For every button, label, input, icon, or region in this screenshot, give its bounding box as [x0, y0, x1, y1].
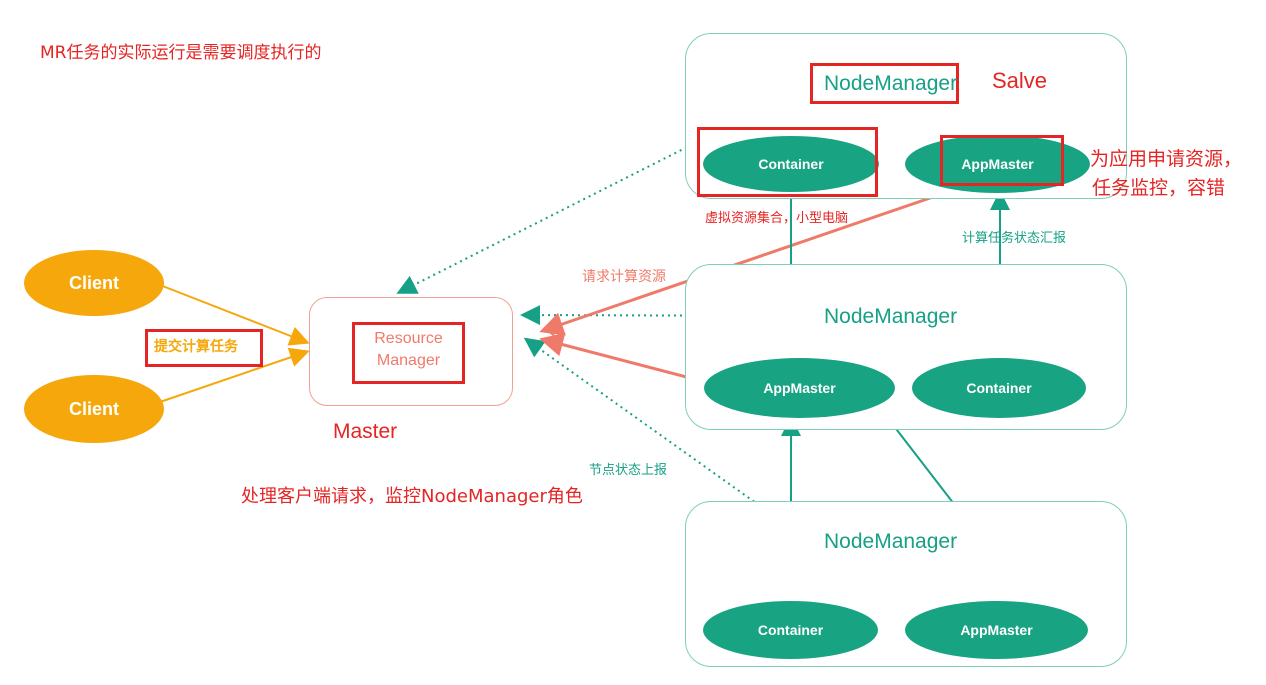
nodemanager-label: NodeManager: [824, 72, 958, 95]
resource-manager-box[interactable]: [309, 297, 513, 406]
appmaster-note-line1: 为应用申请资源，: [1090, 148, 1243, 170]
appmaster-node[interactable]: AppMaster: [704, 358, 895, 418]
nm1-status-arrow: [396, 84, 811, 294]
container-note: 虚拟资源集合，小型电脑: [705, 211, 849, 226]
master-label: Master: [333, 420, 398, 443]
container-node[interactable]: Container: [912, 358, 1086, 418]
container-node[interactable]: Container: [703, 601, 878, 659]
client-label: Client: [68, 272, 119, 293]
master-description: 处理客户端请求，监控NodeManager角色: [241, 486, 583, 507]
appmaster-label: AppMaster: [763, 380, 836, 396]
request-resource-arrow-2: [539, 332, 699, 382]
client-node[interactable]: Client: [24, 375, 164, 443]
title-note: MR任务的实际运行是需要调度执行的: [40, 43, 322, 63]
appmaster-node[interactable]: AppMaster: [905, 601, 1088, 659]
client1-to-rm-arrow: [159, 284, 310, 346]
submit-task-label: 提交计算任务: [154, 339, 238, 355]
resource-manager-frame: [352, 322, 465, 384]
task-status-label: 计算任务状态汇报: [962, 231, 1067, 246]
appmaster-label: AppMaster: [961, 156, 1034, 172]
node-status-label: 节点状态上报: [589, 463, 668, 478]
appmaster-label: AppMaster: [960, 622, 1033, 638]
container-label: Container: [758, 156, 824, 172]
slave-label: Salve: [992, 68, 1048, 93]
nodemanager-label: NodeManager: [824, 305, 958, 328]
rm-line1: Resource: [374, 330, 443, 347]
nodemanager-label: NodeManager: [824, 530, 958, 553]
container-label: Container: [757, 622, 824, 638]
container-node[interactable]: Container: [703, 136, 879, 192]
container-frame: [697, 127, 878, 197]
container-label: Container: [966, 380, 1032, 396]
request-resource-arrow-1: [539, 184, 966, 336]
client-node[interactable]: Client: [24, 250, 164, 316]
appmaster-note: 为应用申请资源， 任务监控，容错: [1090, 145, 1242, 203]
resource-manager-label: Resource Manager: [352, 328, 465, 372]
request-resource-label: 请求计算资源: [582, 269, 666, 285]
client2-to-rm-arrow: [159, 347, 310, 403]
submit-label-frame: [145, 329, 263, 367]
nodemanager-frame: [810, 63, 959, 104]
appmaster-frame: [940, 135, 1064, 186]
rm-line2: Manager: [376, 352, 441, 369]
client-label: Client: [68, 398, 119, 419]
appmaster-note-line2: 任务监控，容错: [1092, 177, 1226, 199]
